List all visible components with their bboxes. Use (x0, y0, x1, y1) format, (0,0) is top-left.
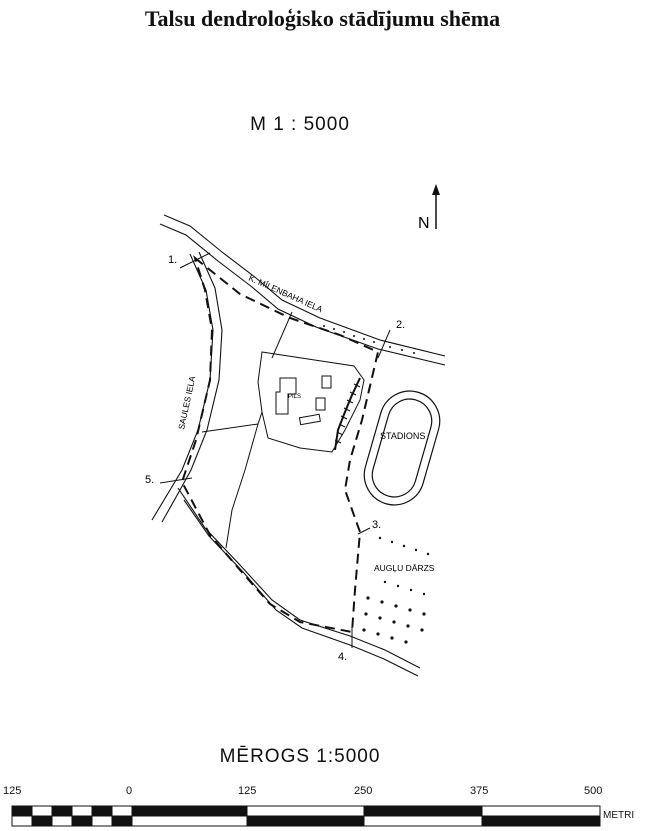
castle-label: PILS (288, 394, 301, 400)
point-5-label: 5. (145, 474, 154, 486)
point-1-label: 1. (168, 254, 177, 266)
scale-tick: 250 (354, 785, 373, 797)
street-saules (151, 251, 223, 523)
point-lines (159, 252, 391, 648)
scale-tick: 500 (584, 785, 603, 797)
scale-unit: METRI (603, 810, 635, 821)
castle-grounds (257, 351, 365, 453)
street-south (177, 487, 421, 677)
street-dots (323, 325, 415, 354)
scale-label-top: M 1 : 5000 (250, 114, 350, 135)
stadium-label: STADIONS (380, 431, 425, 441)
scale-tick: 375 (470, 785, 489, 797)
stadium-track (363, 390, 441, 506)
castle-buildings (275, 375, 332, 426)
footpaths (201, 311, 293, 549)
park-boundary (180, 255, 380, 634)
orchard-dots (362, 536, 430, 644)
scale-bar (11, 805, 601, 827)
map-title: Talsu dendroloģisko stādījumu shēma (144, 6, 501, 31)
point-3-label: 3. (372, 519, 381, 531)
street-label-milenbaha: K. MĪLENBAHA IELA (247, 273, 324, 315)
orchard-label: AUGĻU DĀRZS (374, 563, 435, 573)
north-arrow-icon (432, 184, 440, 229)
street-milenbaha (159, 214, 446, 366)
point-2-label: 2. (396, 319, 405, 331)
slope-hatching (334, 377, 361, 451)
scale-label-bottom: MĒROGS 1:5000 (219, 746, 381, 767)
scale-tick: 125 (238, 785, 257, 797)
scale-tick: 0 (126, 785, 133, 797)
scale-tick: 125 (3, 785, 22, 797)
north-label: N (418, 215, 430, 232)
point-4-label: 4. (338, 651, 347, 663)
street-label-saules: SAULES IELA (176, 375, 197, 431)
